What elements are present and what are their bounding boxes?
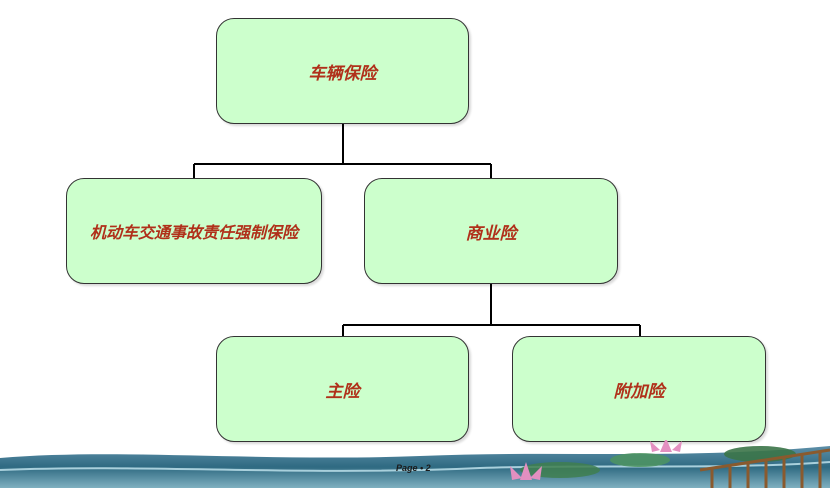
railing-icon: [699, 448, 830, 488]
node-main-insurance: 主险: [216, 336, 469, 442]
node-commercial-insurance: 商业险: [364, 178, 618, 284]
node-label: 附加险: [613, 381, 665, 402]
page-number: Page • 2: [396, 463, 431, 473]
lotus-scenery-footer: [0, 440, 830, 488]
node-label: 车辆保险: [308, 63, 377, 84]
lotus-flower-icon: [510, 440, 682, 480]
node-label: 机动车交通事故责任强制保险: [89, 223, 298, 242]
node-label: 商业险: [465, 223, 517, 244]
node-compulsory-insurance: 机动车交通事故责任强制保险: [66, 178, 322, 284]
node-additional-insurance: 附加险: [512, 336, 766, 442]
node-vehicle-insurance: 车辆保险: [216, 18, 469, 124]
node-label: 主险: [325, 381, 360, 402]
